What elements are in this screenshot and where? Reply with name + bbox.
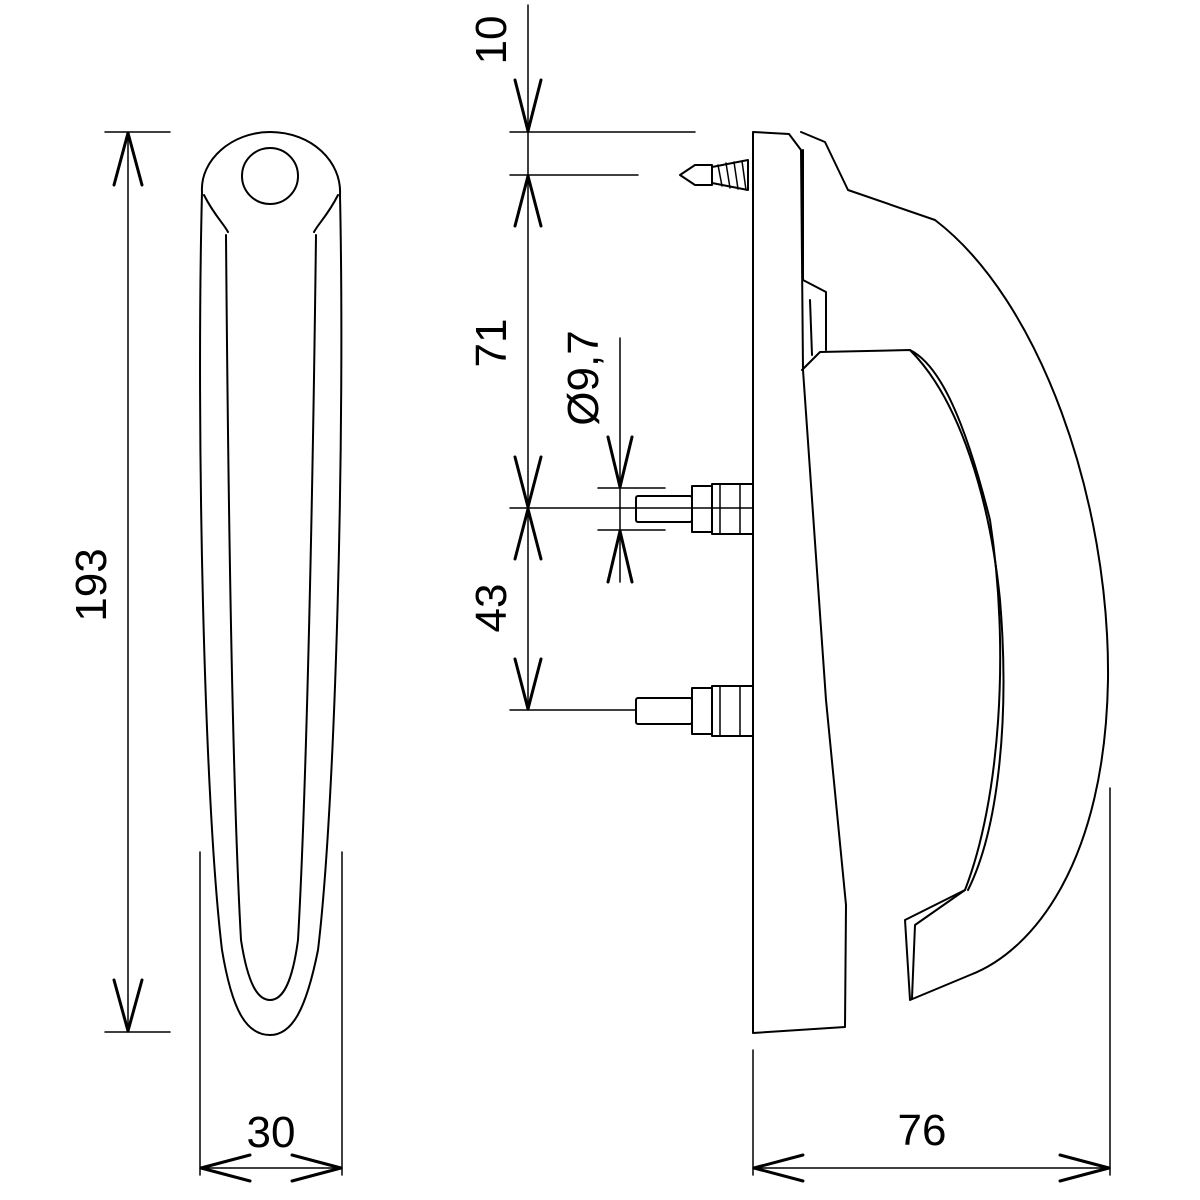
handle-neck	[802, 149, 827, 351]
arrow-down-icon	[112, 978, 144, 1033]
dimension-label-76: 76	[898, 1106, 947, 1155]
front-handle-inner-contour	[225, 234, 317, 1001]
arrow-right-icon	[1058, 1153, 1111, 1183]
arrow-up-icon	[606, 529, 634, 584]
arrow-left-icon	[199, 1153, 252, 1183]
arrow-down-icon	[513, 657, 543, 711]
base-plate	[752, 131, 847, 1034]
dimension-label-diameter: Ø9,7	[559, 330, 608, 425]
dimension-chain: 10 71 43	[467, 4, 753, 711]
arrow-down-icon	[606, 435, 634, 489]
fixing-pin-upper-icon	[635, 483, 754, 535]
dimension-side-depth: 76	[752, 787, 1111, 1183]
mounting-screw-icon	[679, 159, 749, 191]
dimension-label-30: 30	[247, 1108, 296, 1157]
spindle-hole-icon	[241, 147, 299, 205]
dimension-front-width: 30	[199, 851, 343, 1183]
front-view	[199, 131, 343, 1036]
handle-lever	[800, 131, 1110, 1001]
side-view	[635, 131, 1110, 1034]
fixing-pin-lower-icon	[635, 685, 754, 737]
dimension-overall-height: 193	[67, 131, 171, 1033]
arrow-right-icon	[290, 1153, 343, 1183]
handle-grip-contour	[909, 349, 1005, 891]
arrow-left-icon	[752, 1153, 805, 1183]
handle-grip-tip	[911, 889, 966, 999]
arrow-up-icon	[513, 507, 543, 561]
dimension-label-71: 71	[467, 319, 516, 368]
dimension-label-43: 43	[467, 584, 516, 633]
arrow-up-icon	[112, 131, 144, 187]
dimension-label-193: 193	[67, 548, 116, 621]
arrow-down-icon	[513, 455, 543, 509]
dimension-label-10: 10	[467, 16, 516, 65]
front-handle-outline	[199, 131, 343, 1036]
arrow-down-icon	[513, 78, 543, 133]
front-handle-ridge	[203, 194, 339, 233]
handle-neck-edge	[809, 299, 813, 356]
arrow-up-icon	[513, 174, 543, 228]
dimension-pin-diameter: Ø9,7	[559, 330, 666, 584]
